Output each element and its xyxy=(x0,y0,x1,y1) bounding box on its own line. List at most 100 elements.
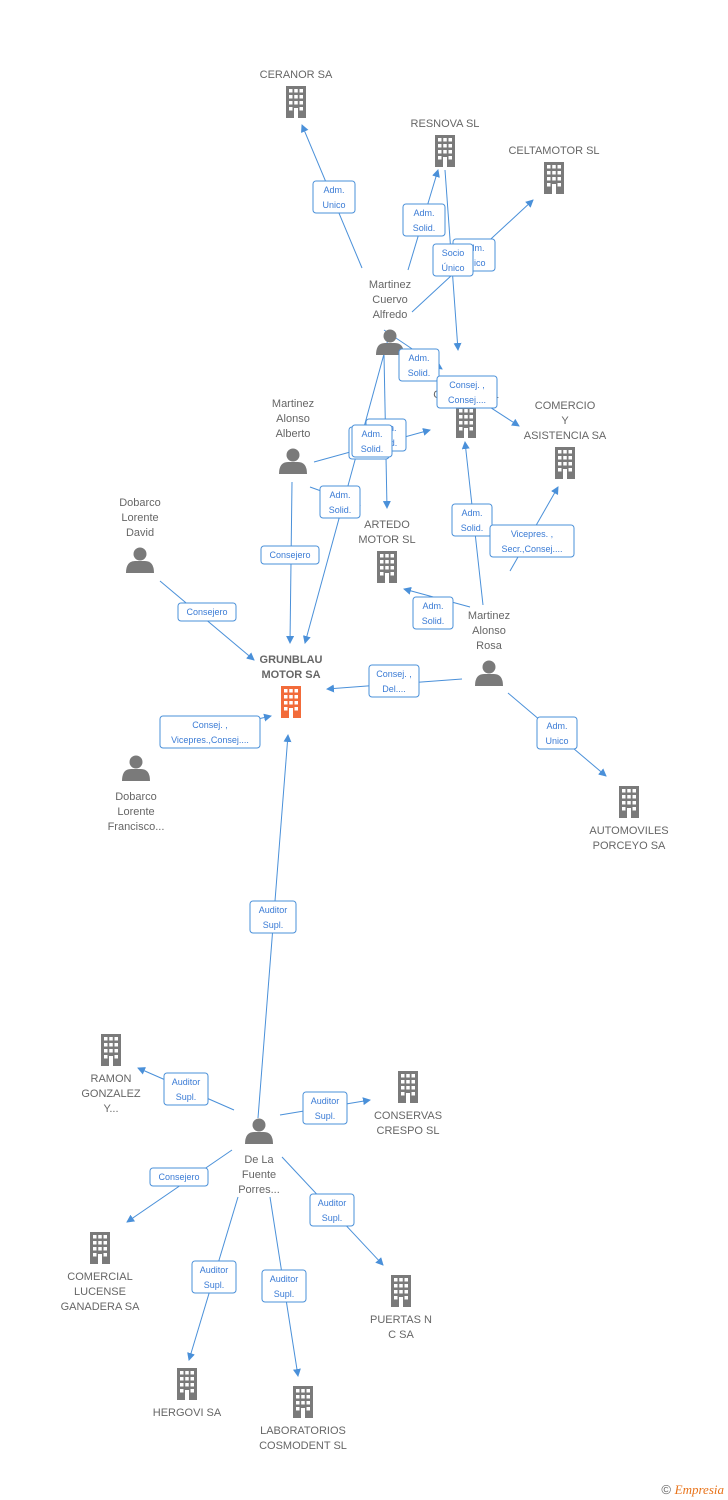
person-icon xyxy=(475,660,503,686)
node-ramon[interactable]: RAMONGONZALEZY... xyxy=(81,1034,141,1115)
person-icon xyxy=(126,547,154,573)
edge-label-malberto-triocar[interactable]: Adm.Solid. xyxy=(351,424,393,458)
edge-label-mcuervo-resnova[interactable]: Adm. Solid. xyxy=(402,203,446,237)
edge-label-mrosa-comercio[interactable]: Vicepres. ,Secr.,Consej.... xyxy=(489,524,575,558)
edge-label-text: Unico xyxy=(462,258,485,268)
node-label: Cuervo xyxy=(372,294,407,306)
node-label: C SA xyxy=(388,1329,414,1341)
edge-label-text: Supl. xyxy=(315,1111,336,1121)
node-label: Martinez xyxy=(369,279,411,291)
node-label: PUERTAS N xyxy=(370,1314,432,1326)
edge-label-malberto-artedo[interactable]: Adm.Solid. xyxy=(319,485,361,519)
edge-label-text: Vicepres. , xyxy=(511,529,553,539)
edge-label-mrosa-grunblau[interactable]: Consej. ,Del.... xyxy=(368,664,420,698)
node-hergovi[interactable]: HERGOVI SA xyxy=(153,1368,222,1419)
edge-label-text: Consej. , xyxy=(449,380,485,390)
edge-label-text: Solid. xyxy=(329,505,352,515)
node-label: COMERCIAL xyxy=(67,1271,132,1283)
edge-label-text: Consejero xyxy=(269,550,310,560)
node-label: David xyxy=(126,527,154,539)
edge-label-text: Consej. , xyxy=(192,720,228,730)
node-label: HERGOVI SA xyxy=(153,1407,222,1419)
node-label: Rosa xyxy=(476,640,503,652)
edge-label-text: Adm. xyxy=(408,353,429,363)
node-celtamotor[interactable]: CELTAMOTOR SL xyxy=(508,145,600,194)
edge-label-text: Unico xyxy=(322,200,345,210)
edge-label-text: Auditor xyxy=(318,1198,347,1208)
edge-label-mrosa-triocar[interactable]: Adm.Solid. xyxy=(451,503,493,537)
node-label: LABORATORIOS xyxy=(260,1425,346,1437)
edge-label-text: Adm. xyxy=(422,601,443,611)
building-icon xyxy=(435,135,455,167)
edge-label-malberto-grunblau[interactable]: Consejero xyxy=(260,545,320,565)
person-icon xyxy=(245,1118,273,1144)
edge-label-text: Solid. xyxy=(422,616,445,626)
edge-label-ddavid-grunblau[interactable]: Consejero xyxy=(177,602,237,622)
edge-label-delafuente-lucense[interactable]: Consejero xyxy=(149,1167,209,1187)
edge-label-text: Adm. xyxy=(413,208,434,218)
node-label: RAMON xyxy=(91,1073,132,1085)
copyright-icon: © xyxy=(661,1482,672,1497)
edge-label-mrosa-artedo[interactable]: Adm. Solid. xyxy=(412,596,454,630)
edge-label-text: Auditor xyxy=(200,1265,229,1275)
node-delafuente[interactable]: De LaFuentePorres... xyxy=(238,1118,280,1197)
edge-label-text: Supl. xyxy=(322,1213,343,1223)
node-label: MOTOR SL xyxy=(358,534,415,546)
edge-label-text: Unico xyxy=(545,736,568,746)
node-label: De La xyxy=(244,1154,274,1166)
edge-label-text: Auditor xyxy=(172,1077,201,1087)
node-label: Alberto xyxy=(276,428,311,440)
node-puertas[interactable]: PUERTAS N C SA xyxy=(370,1275,432,1341)
building-icon xyxy=(377,551,397,583)
node-dfrancisco[interactable]: DobarcoLorenteFrancisco... xyxy=(108,755,165,834)
node-lucense[interactable]: COMERCIAL LUCENSE GANADERA SA xyxy=(61,1232,141,1313)
edge-label-mcuervo-triocar[interactable]: Adm. Solid. xyxy=(398,348,440,382)
brand-logo[interactable]: Empresia xyxy=(674,1482,724,1497)
node-label: Alfredo xyxy=(373,309,408,321)
node-ceranor[interactable]: CERANOR SA xyxy=(260,69,333,118)
edge-label-mrosa-automoviles[interactable]: Adm.Unico xyxy=(536,716,578,750)
node-label: GANADERA SA xyxy=(61,1301,141,1313)
edge-label-mcuervo-ceranor[interactable]: Adm. Unico xyxy=(312,180,356,214)
node-label: COSMODENT SL xyxy=(259,1440,347,1452)
node-label: Dobarco xyxy=(119,497,161,509)
node-label: Alonso xyxy=(472,625,506,637)
edge-label-text: Vicepres.,Consej.... xyxy=(171,735,249,745)
node-label: LUCENSE xyxy=(74,1286,126,1298)
edge-label-text: Solid. xyxy=(408,368,431,378)
edge-label-mcuervo-comercio[interactable]: Consej. ,Consej.... xyxy=(436,375,498,409)
building-icon xyxy=(456,406,476,438)
node-label: Martinez xyxy=(272,398,314,410)
node-resnova[interactable]: RESNOVA SL xyxy=(411,118,480,167)
edge-label-text: Único xyxy=(441,263,464,273)
building-icon xyxy=(90,1232,110,1264)
node-cosmodent[interactable]: LABORATORIOS COSMODENT SL xyxy=(259,1386,347,1452)
building-icon xyxy=(619,786,639,818)
node-label: CRESPO SL xyxy=(377,1125,440,1137)
node-label: CELTAMOTOR SL xyxy=(508,145,599,157)
node-label: GRUNBLAU xyxy=(260,654,323,666)
edge-label-text: Solid. xyxy=(413,223,436,233)
edge-label-dfrancisco-grunblau[interactable]: Consej. , Vicepres.,Consej.... xyxy=(159,715,261,749)
edge-label-text: Adm. xyxy=(323,185,344,195)
node-label: Alonso xyxy=(276,413,310,425)
node-label: Dobarco xyxy=(115,791,157,803)
node-label: AUTOMOVILES xyxy=(589,825,668,837)
node-label: Martinez xyxy=(468,610,510,622)
